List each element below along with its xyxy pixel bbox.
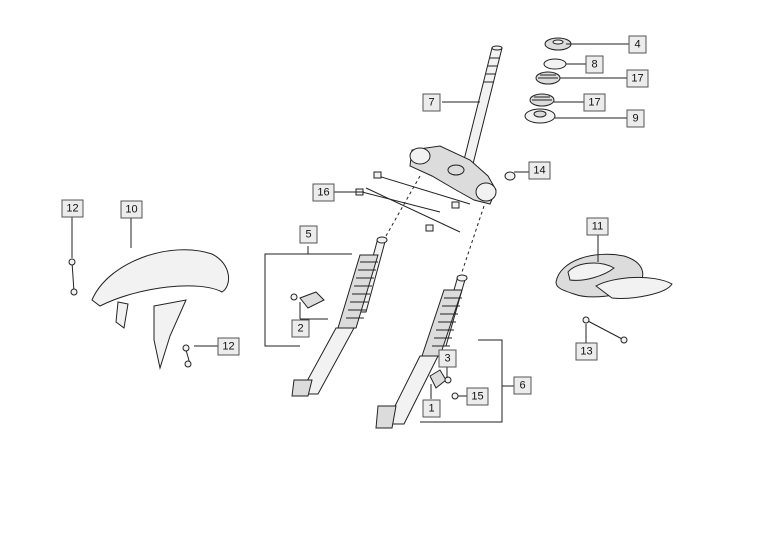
- callout-label: 1: [428, 403, 434, 415]
- callout-label: 11: [592, 221, 603, 233]
- callout-label: 17: [631, 73, 643, 85]
- callout-4: 4: [628, 35, 647, 54]
- callout-label: 10: [125, 204, 137, 216]
- callout-label: 5: [305, 229, 311, 241]
- fork-brackets: [290, 291, 459, 400]
- callout-12-bottom: 12: [217, 337, 240, 356]
- callout-3: 3: [438, 349, 457, 368]
- fender-screws: [68, 258, 192, 368]
- callout-12-top: 12: [61, 199, 84, 218]
- callout-label: 2: [297, 323, 303, 335]
- callout-label: 4: [634, 39, 640, 51]
- callout-9: 9: [626, 109, 645, 128]
- callout-5: 5: [299, 225, 318, 244]
- callout-11: 11: [586, 217, 609, 236]
- leader-lines: [71, 43, 629, 399]
- callout-label: 13: [580, 346, 592, 358]
- callout-16: 16: [312, 183, 335, 202]
- fork-leg-left: [291, 236, 388, 397]
- fork-leg-right: [375, 274, 468, 429]
- callout-2: 2: [291, 319, 310, 338]
- bracket-5: [264, 246, 352, 347]
- callout-label: 7: [428, 97, 434, 109]
- callout-label: 14: [533, 165, 545, 177]
- callout-10: 10: [120, 200, 143, 219]
- washer-14: [504, 171, 516, 181]
- triple-clamp: [409, 145, 497, 205]
- callout-1: 1: [422, 399, 441, 418]
- callout-8: 8: [585, 55, 604, 74]
- headlight-cover: [555, 253, 673, 299]
- callout-label: 8: [591, 59, 597, 71]
- callout-14: 14: [528, 161, 551, 180]
- callout-7: 7: [422, 93, 441, 112]
- bracket-6: [420, 339, 514, 423]
- callout-17-bottom: 17: [583, 93, 606, 112]
- callout-label: 9: [632, 113, 638, 125]
- callout-6: 6: [513, 376, 532, 395]
- callout-15: 15: [466, 387, 489, 406]
- callout-17-top: 17: [626, 69, 649, 88]
- bearing-stack: [524, 37, 572, 124]
- callout-13: 13: [575, 342, 598, 361]
- callout-label: 12: [222, 341, 234, 353]
- callout-label: 15: [471, 391, 483, 403]
- callout-label: 12: [66, 203, 78, 215]
- callout-label: 6: [519, 380, 525, 392]
- callout-label: 16: [317, 187, 329, 199]
- steering-stem: [461, 45, 503, 169]
- front-fender: [91, 249, 230, 370]
- callout-label: 3: [444, 353, 450, 365]
- callout-label: 17: [588, 97, 600, 109]
- rod-13: [582, 316, 628, 344]
